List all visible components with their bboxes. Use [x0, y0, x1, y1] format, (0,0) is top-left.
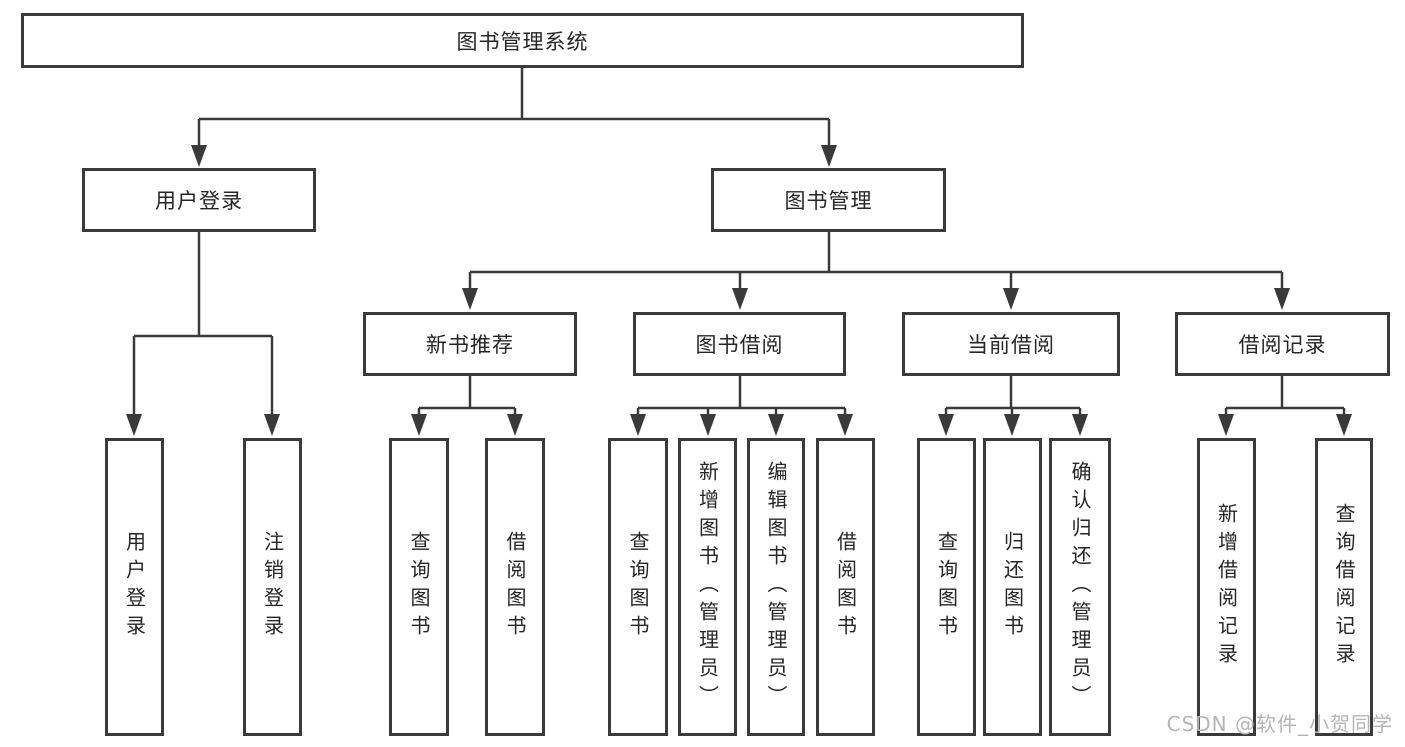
node-label: 借阅图书 [833, 531, 858, 643]
leaf-return-books: 归还图书 [983, 438, 1042, 736]
leaf-query-books-recommend: 查询图书 [389, 438, 449, 736]
node-label: 查询图书 [407, 531, 431, 643]
node-label: 用户登录 [155, 189, 243, 213]
node-label: 查询图书 [934, 531, 959, 643]
node-borrow-records: 借阅记录 [1175, 312, 1390, 376]
node-label: 归还图书 [1000, 531, 1025, 643]
node-label: 确认归还（管理员） [1068, 461, 1092, 713]
node-label: 图书管理 [784, 189, 873, 213]
node-label: 新书推荐 [426, 333, 514, 357]
leaf-confirm-return-admin: 确认归还（管理员） [1049, 438, 1111, 736]
node-book-borrow: 图书借阅 [633, 312, 846, 376]
connector-user-login-to-leaves [126, 232, 280, 436]
leaf-borrow-books-recommend: 借阅图书 [485, 438, 545, 736]
node-label: 编辑图书（管理员） [764, 461, 788, 713]
connector-root-to-level2 [191, 68, 837, 167]
connector-book-management-to-level3 [462, 232, 1290, 310]
node-label: 新增借阅记录 [1214, 503, 1239, 671]
node-label: 借阅记录 [1238, 333, 1327, 357]
node-label: 新增图书（管理员） [695, 461, 720, 713]
leaf-add-books-admin: 新增图书（管理员） [678, 438, 737, 736]
leaf-query-borrow-record: 查询借阅记录 [1315, 438, 1373, 736]
node-new-book-recommend: 新书推荐 [363, 312, 577, 376]
connector-new-book-recommend-to-leaves [411, 376, 523, 436]
leaf-query-books-borrow: 查询图书 [608, 438, 668, 736]
node-label: 用户登录 [122, 531, 147, 643]
connector-borrow-records-to-leaves [1218, 376, 1352, 436]
leaf-logout-login: 注销登录 [243, 438, 302, 736]
node-current-borrow: 当前借阅 [902, 312, 1120, 376]
connector-book-borrow-to-leaves [630, 376, 853, 436]
leaf-user-login: 用户登录 [105, 438, 164, 736]
node-label: 注销登录 [260, 531, 285, 643]
connector-current-borrow-to-leaves [938, 376, 1088, 436]
node-label: 当前借阅 [967, 333, 1055, 357]
leaf-add-borrow-record: 新增借阅记录 [1197, 438, 1256, 736]
node-label: 查询图书 [626, 531, 650, 643]
node-user-login: 用户登录 [82, 168, 316, 232]
node-label: 借阅图书 [503, 531, 527, 643]
leaf-borrow-books-borrow: 借阅图书 [816, 438, 875, 736]
leaf-query-books-current: 查询图书 [917, 438, 976, 736]
node-label: 图书借阅 [695, 333, 784, 357]
node-label: 查询借阅记录 [1332, 503, 1356, 671]
leaf-edit-books-admin: 编辑图书（管理员） [747, 438, 805, 736]
node-label: 图书管理系统 [456, 29, 589, 54]
node-library-management-system: 图书管理系统 [21, 13, 1024, 68]
node-book-management: 图书管理 [711, 168, 946, 232]
